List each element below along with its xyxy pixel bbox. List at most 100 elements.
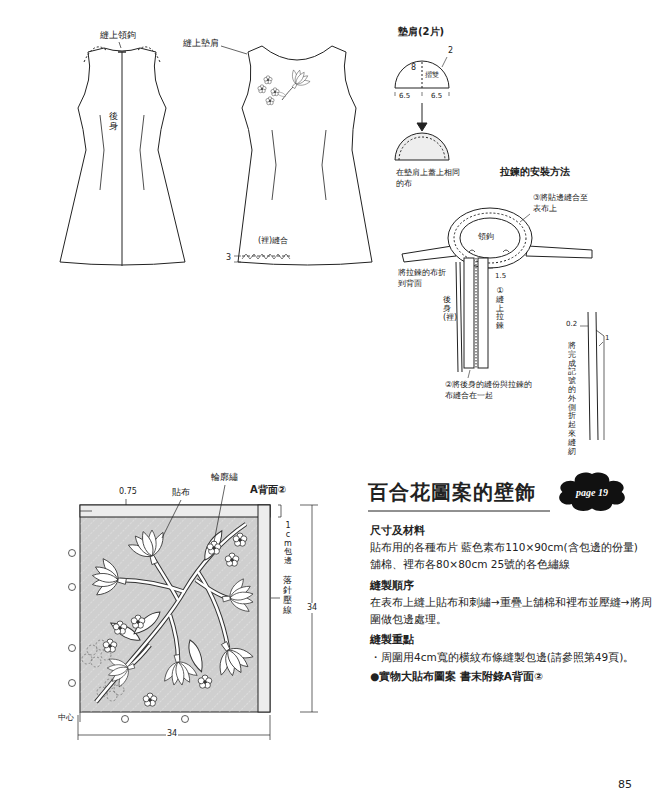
dimension: 34 <box>166 729 178 739</box>
body-text: ・周圍用4cm寬的横紋布條縫製包邊(請參照第49頁)。 <box>370 649 652 666</box>
dimension-line <box>214 485 225 542</box>
fold-detail <box>588 312 590 440</box>
callout-text: 縫上墊肩 <box>183 38 219 49</box>
quilt-pattern <box>80 505 270 712</box>
quilting-line <box>82 654 92 664</box>
dress-front <box>322 130 326 200</box>
quilt-pattern <box>80 505 270 712</box>
zipper-detail <box>402 246 456 262</box>
applique-flower <box>220 575 257 618</box>
dimension: 34 <box>306 603 318 613</box>
dress-back <box>84 47 106 62</box>
note: 在墊肩上蓋上相同的布 <box>396 168 464 190</box>
dimension: 6.5 <box>399 92 410 101</box>
dimension: 3 <box>226 253 231 263</box>
dimension-line <box>368 511 550 512</box>
callout-text: 中心 <box>58 713 74 723</box>
dress-front <box>272 130 276 200</box>
part-name: 後身(裡) <box>443 296 451 322</box>
callout-text: 貼布 <box>172 487 190 498</box>
quilt-pattern <box>258 505 270 712</box>
mark-circle <box>122 716 129 723</box>
dimension-line <box>162 500 181 538</box>
dress-front <box>234 46 372 265</box>
section-heading: 尺寸及材料 <box>370 524 425 537</box>
dimension: 1.5 <box>495 272 506 281</box>
page-number: 85 <box>618 778 632 792</box>
dress-back <box>140 115 144 190</box>
part-name: 領鉤 <box>478 232 494 242</box>
mark-circle <box>69 645 76 652</box>
zipper-detail <box>460 218 520 258</box>
fold-detail <box>580 312 604 440</box>
shoulder-pad <box>442 57 447 67</box>
applique-flower <box>113 621 127 634</box>
body-text: 貼布用的各種布片 藍色素布110×90cm(含包邊的份量) 舖棉、裡布各80×8… <box>370 539 652 573</box>
body-text: 在表布上縫上貼布和刺繡→重疊上舖棉和裡布並壓縫→將周圍做包邊處理。 <box>370 594 652 628</box>
applique-flower <box>207 541 221 554</box>
shoulder-pad <box>395 133 449 160</box>
title: 百合花圖案的壁飾 <box>368 480 536 505</box>
applique-flower <box>89 524 260 706</box>
zipper-detail <box>448 208 532 268</box>
section-heading: 拉鍊的安裝方法 <box>500 166 570 179</box>
applique-flower <box>206 632 260 683</box>
dimension: 6.5 <box>431 92 442 101</box>
zipper-detail <box>488 268 493 269</box>
zipper-detail <box>454 213 526 263</box>
stem <box>96 524 246 702</box>
quilting-line <box>107 691 117 701</box>
stem <box>96 524 246 702</box>
dimension-line <box>80 712 81 722</box>
applique-flower <box>201 528 226 562</box>
callout-text: 縫上領鉤 <box>100 30 136 41</box>
note: 將完成記號的外側折起來縫紉 <box>568 342 576 456</box>
step-note: ①縫上拉鍊 <box>496 287 504 331</box>
applique-flower <box>103 639 117 652</box>
dimension-line <box>300 505 318 712</box>
applique-flower <box>103 650 140 691</box>
stem <box>129 645 150 667</box>
applique-flower <box>225 553 239 566</box>
section-heading: 縫製順序 <box>370 579 414 592</box>
stem <box>96 524 246 702</box>
zipper-detail <box>476 258 477 368</box>
shoulder-pad <box>399 137 445 160</box>
embroidery <box>284 66 314 95</box>
dimension: 1 <box>605 334 609 343</box>
dimension: 0.75 <box>119 487 137 497</box>
dress-front <box>238 46 372 265</box>
stem <box>96 524 246 702</box>
applique-flower <box>131 608 163 637</box>
zipper-detail <box>402 208 592 378</box>
dimension: 8 <box>411 63 416 73</box>
section-heading: 縫製重點 <box>370 633 414 646</box>
badge-shape <box>559 472 625 511</box>
shoulder-pad <box>422 61 423 88</box>
stem <box>196 580 228 598</box>
quilting-line <box>91 657 101 667</box>
shoulder-pad <box>422 103 423 125</box>
embroidery <box>258 66 314 105</box>
note: ●實物大貼布圖案 書末附錄A背面② <box>370 670 543 683</box>
shoulder-pad <box>395 61 449 88</box>
quilt-pattern <box>80 505 270 712</box>
applique-flower <box>131 615 145 628</box>
zipper-detail <box>469 250 509 252</box>
section-heading: 墊肩(2片) <box>398 26 444 39</box>
shoulder-pad <box>395 57 449 160</box>
zipper-detail <box>478 258 488 368</box>
dimension: 2 <box>448 46 453 56</box>
step-note: ②將後身的縫份與拉鍊的布縫合在一起 <box>445 380 533 402</box>
mark-circle <box>69 550 189 723</box>
applique-flower <box>143 693 157 706</box>
embroidery <box>258 85 266 93</box>
applique-flower <box>198 675 212 688</box>
dimension-line <box>78 485 550 740</box>
stem <box>120 580 185 592</box>
zipper-detail <box>526 246 592 258</box>
quilt-pattern <box>80 505 270 517</box>
zipper-detail <box>520 214 530 222</box>
